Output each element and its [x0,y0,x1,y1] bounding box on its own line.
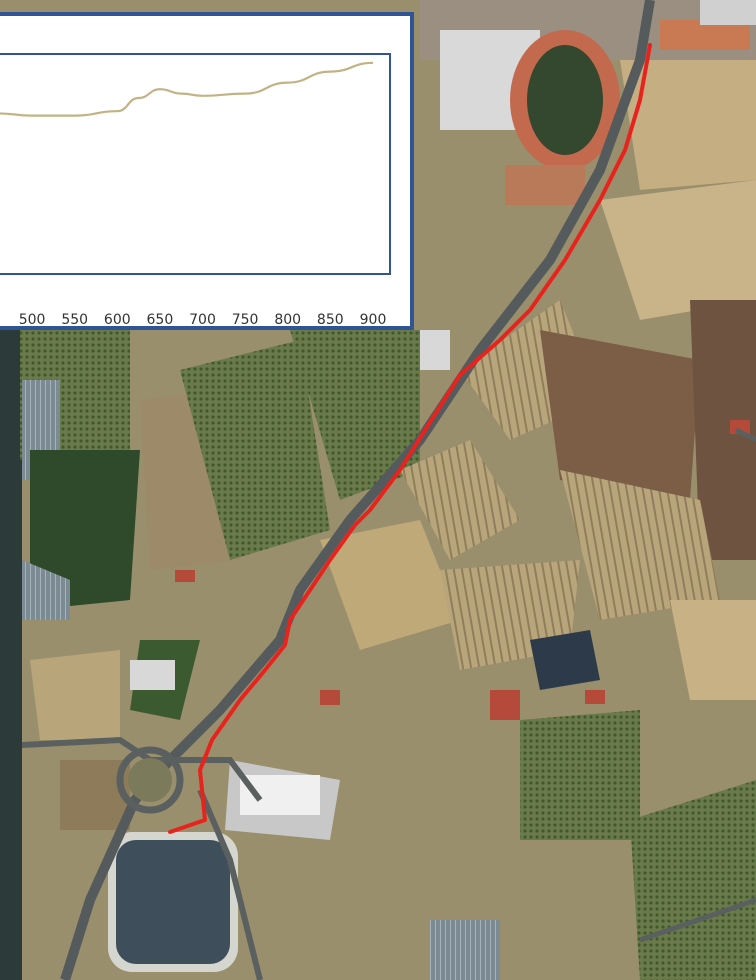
farm-building [490,690,520,720]
x-tick-label: 550 [61,312,89,328]
farm-building [585,690,605,704]
x-axis-ticks: 500 550 600 650 700 750 800 850 900 [0,312,398,332]
sports-court [505,165,585,205]
farm-building [320,690,340,705]
white-building [700,0,756,25]
light-field-north [620,40,756,190]
plowed-field-east [560,470,720,620]
east-road [734,427,756,443]
field-south-east [670,600,756,700]
field-road-east [320,520,460,650]
farm-building [175,570,195,582]
industrial-roof [240,775,320,815]
vineyard-north [290,330,420,500]
route-path [168,43,652,834]
roundabout-center [128,758,172,802]
reservoir-water [116,840,230,964]
farm-building [730,420,750,434]
solar-panel-field [530,630,600,690]
x-tick-label: 900 [359,312,387,328]
farm-shed [420,330,450,370]
vineyard-central [180,340,330,560]
track-infield [527,45,603,155]
elevation-profile-chart [0,53,391,275]
plowed-field [400,440,520,560]
x-tick-label: 600 [103,312,131,328]
x-tick-label: 800 [274,312,302,328]
roundabout [116,746,184,814]
side-road-south [197,788,263,980]
vineyard-south [520,710,640,840]
elevation-profile-card: 500 550 600 650 700 750 800 850 900 [0,12,414,330]
orchard-field [30,450,140,610]
greenhouse-south [430,920,500,980]
left-edge-strip [0,320,22,980]
x-tick-label: 850 [316,312,344,328]
greenhouse-field-south [22,560,70,620]
x-tick-label: 750 [231,312,259,328]
light-field [600,180,756,320]
x-tick-label: 500 [18,312,46,328]
elevation-line [0,61,374,117]
farm-shed [130,660,175,690]
brown-field-east [690,300,756,560]
brown-field [540,330,700,500]
x-tick-label: 700 [189,312,216,328]
south-east-road [639,897,756,943]
field-west [30,650,120,740]
field-south-west [60,760,130,830]
x-tick-label: 650 [146,312,174,328]
plot-frame [0,53,391,275]
